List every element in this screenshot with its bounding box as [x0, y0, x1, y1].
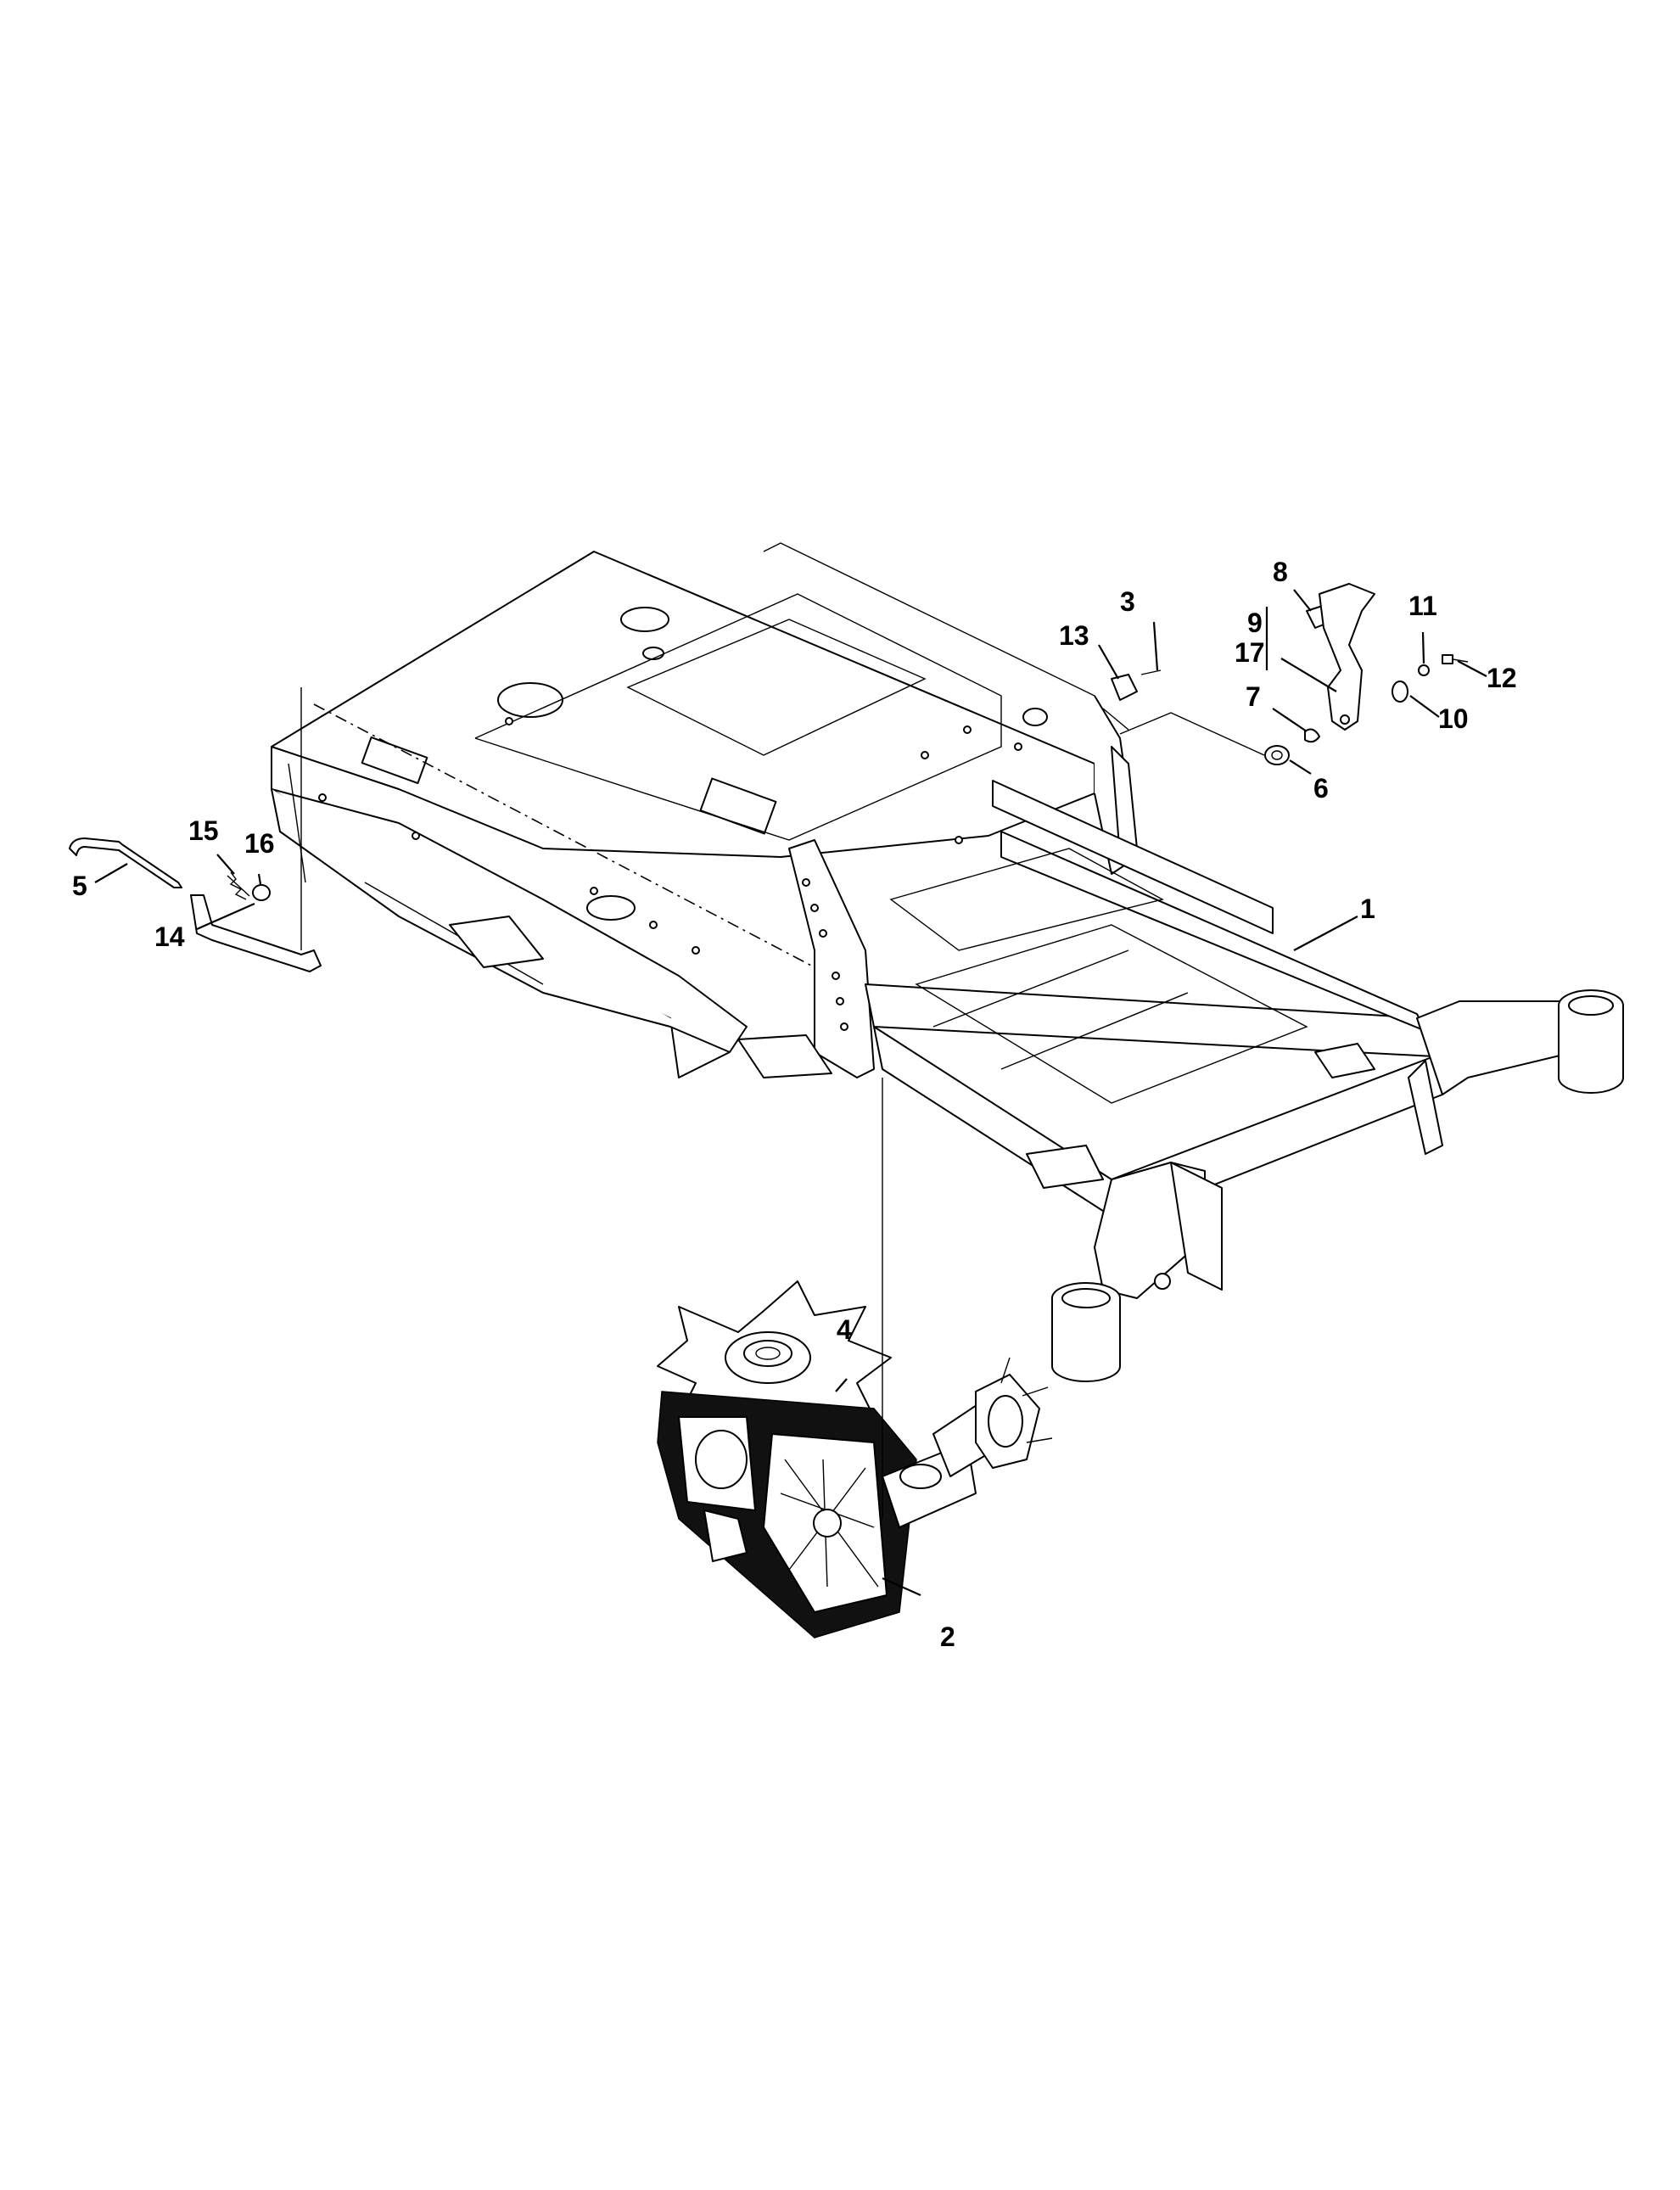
callout-10: 10	[1438, 703, 1469, 734]
caster-tube-rear	[1558, 989, 1624, 1094]
small-nut	[1418, 664, 1430, 676]
leader-lines	[94, 589, 1487, 1597]
callout-6: 6	[1313, 773, 1329, 804]
washer	[1392, 681, 1408, 703]
callout-4: 4	[837, 1314, 852, 1345]
nut	[252, 884, 271, 901]
lever	[1319, 583, 1375, 731]
callout-1: 1	[1360, 893, 1375, 924]
callout-14: 14	[154, 921, 185, 952]
callout-5: 5	[72, 871, 87, 901]
callout-7: 7	[1246, 681, 1261, 712]
bushing	[1264, 745, 1290, 765]
callout-15: 15	[188, 815, 219, 846]
frame-holes	[318, 717, 1022, 955]
callout-17: 17	[1235, 637, 1265, 668]
callout-12: 12	[1487, 663, 1517, 693]
switch	[1111, 674, 1138, 701]
spring	[227, 871, 250, 900]
callout-13: 13	[1059, 620, 1089, 651]
link-bracket	[190, 894, 322, 972]
control-rod	[69, 837, 182, 888]
pin	[1140, 669, 1162, 675]
callout-3: 3	[1120, 586, 1135, 617]
callout-2: 2	[940, 1621, 955, 1652]
wheel-hub	[975, 1357, 1053, 1469]
callout-16: 16	[244, 828, 275, 859]
caster-tube-front	[1051, 1282, 1121, 1382]
transaxle	[657, 1078, 1053, 1638]
housing-ribs	[780, 1459, 879, 1588]
callout-11: 11	[1408, 591, 1437, 621]
callout-labels: 1 2 3 4 5 6 7 8 9 10 11 12 13 14 15 16 1…	[72, 557, 1517, 1652]
bolt	[1442, 654, 1469, 664]
clip	[1304, 728, 1320, 743]
callout-8: 8	[1273, 557, 1288, 587]
callout-9: 9	[1247, 608, 1263, 638]
upright-holes	[802, 878, 848, 1031]
main-frame	[271, 542, 1624, 1382]
